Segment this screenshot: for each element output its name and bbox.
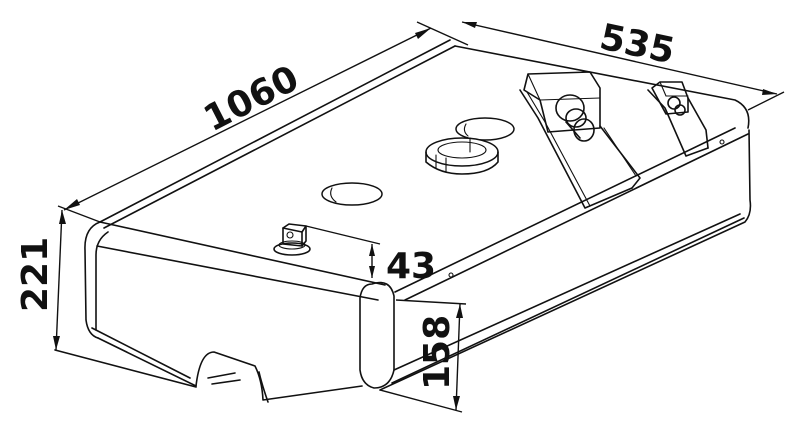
small-round-opening	[321, 182, 383, 206]
tank-body	[54, 39, 752, 403]
small-bracket-with-cylinder-fitting	[647, 81, 709, 157]
dimension-label-length: 1060	[197, 58, 305, 140]
upper-round-opening	[455, 117, 515, 141]
dimension-label-total-height: 221	[15, 237, 56, 312]
split-ring-filler-neck	[425, 137, 499, 175]
dimension-label-fitting-height: 43	[386, 246, 436, 287]
dimension-body-height: 158	[379, 299, 467, 413]
dimension-length: 1060	[57, 21, 469, 223]
dimension-label-width: 535	[596, 17, 678, 73]
dimension-fitting-height: 43	[305, 225, 436, 287]
large-bracket-with-cylinder-fitting	[519, 71, 641, 209]
dimension-label-body-height: 158	[417, 315, 458, 390]
dimension-total-height: 221	[15, 209, 66, 351]
square-cap-fitting	[273, 223, 311, 256]
dimension-width: 535	[461, 17, 785, 111]
